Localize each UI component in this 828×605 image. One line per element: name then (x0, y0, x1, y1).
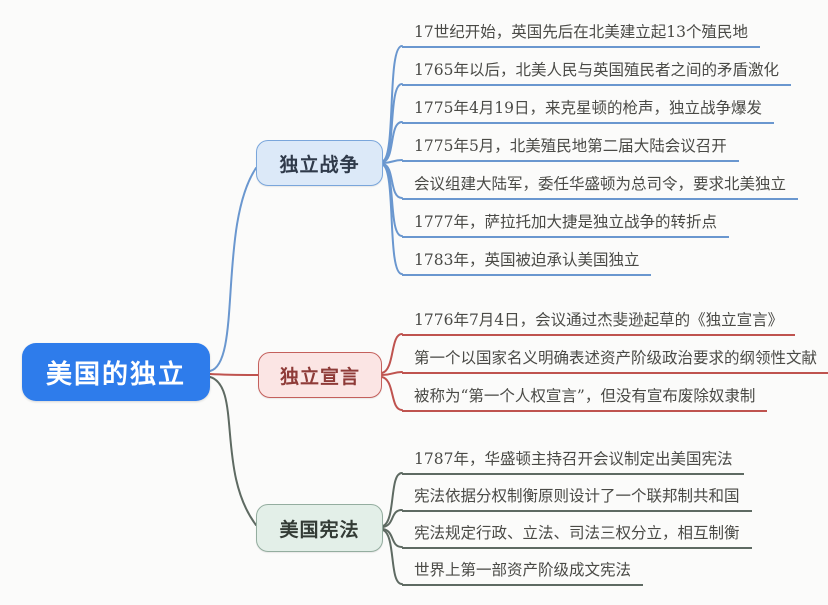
branch-node-declaration[interactable]: 独立宣言 (258, 352, 382, 398)
leaf-war-4[interactable]: 会议组建大陆军，委任华盛顿为总司令，要求北美独立 (402, 173, 799, 200)
connector-const-leaf-1 (382, 509, 403, 528)
connector-war-leaf-6 (382, 164, 403, 275)
connector-const-leaf-3 (382, 529, 403, 585)
leaf-decl-1[interactable]: 第一个以国家名义明确表述资产阶级政治要求的纲领性文献 (402, 347, 828, 374)
connector-const-leaf-0 (382, 472, 403, 527)
branch-decl-label: 独立宣言 (279, 365, 360, 388)
connector-war-leaf-3 (382, 159, 403, 164)
branch-node-independence-war[interactable]: 独立战争 (256, 140, 383, 186)
branch-war-label: 独立战争 (279, 153, 360, 176)
connector-const-leaf-2 (382, 528, 403, 548)
connector-war-leaf-1 (382, 83, 403, 163)
connector-root-to-constitution (209, 376, 257, 526)
connector-decl-leaf-2 (381, 376, 403, 411)
leaf-const-1[interactable]: 宪法依据分权制衡原则设计了一个联邦制共和国 (402, 485, 752, 512)
connector-war-leaf-2 (382, 121, 403, 163)
leaf-decl-0[interactable]: 1776年7月4日，会议通过杰斐逊起草的《独立宣言》 (402, 309, 796, 336)
leaf-const-2[interactable]: 宪法规定行政、立法、司法三权分立，相互制衡 (402, 522, 752, 549)
leaf-war-2[interactable]: 1775年4月19日，来克星顿的枪声，独立战争爆发 (402, 97, 775, 124)
connector-root-to-declaration (209, 373, 259, 376)
leaf-war-0[interactable]: 17世纪开始，英国先后在北美建立起13个殖民地 (402, 21, 760, 48)
connector-root-to-war (209, 167, 257, 372)
connector-decl-leaf-1 (381, 371, 403, 376)
connector-war-leaf-0 (382, 45, 403, 162)
root-node-label: 美国的独立 (45, 359, 186, 390)
leaf-war-6[interactable]: 1783年，英国被迫承认美国独立 (402, 249, 652, 276)
leaf-decl-2[interactable]: 被称为“第一个人权宣言”，但没有宣布废除奴隶制 (402, 385, 768, 412)
leaf-const-3[interactable]: 世界上第一部资产阶级成文宪法 (402, 559, 644, 586)
leaf-const-0[interactable]: 1787年，华盛顿主持召开会议制定出美国宪法 (402, 448, 745, 475)
branch-const-label: 美国宪法 (279, 518, 360, 541)
leaf-war-1[interactable]: 1765年以后，北美人民与英国殖民者之间的矛盾激化 (402, 59, 791, 86)
leaf-war-3[interactable]: 1775年5月，北美殖民地第二届大陆会议召开 (402, 135, 739, 162)
leaf-war-5[interactable]: 1777年，萨拉托加大捷是独立战争的转折点 (402, 211, 729, 238)
root-node-us-independence[interactable]: 美国的独立 (22, 343, 210, 401)
branch-node-constitution[interactable]: 美国宪法 (256, 504, 383, 552)
connector-war-leaf-5 (382, 163, 403, 237)
connector-decl-leaf-0 (381, 333, 403, 374)
